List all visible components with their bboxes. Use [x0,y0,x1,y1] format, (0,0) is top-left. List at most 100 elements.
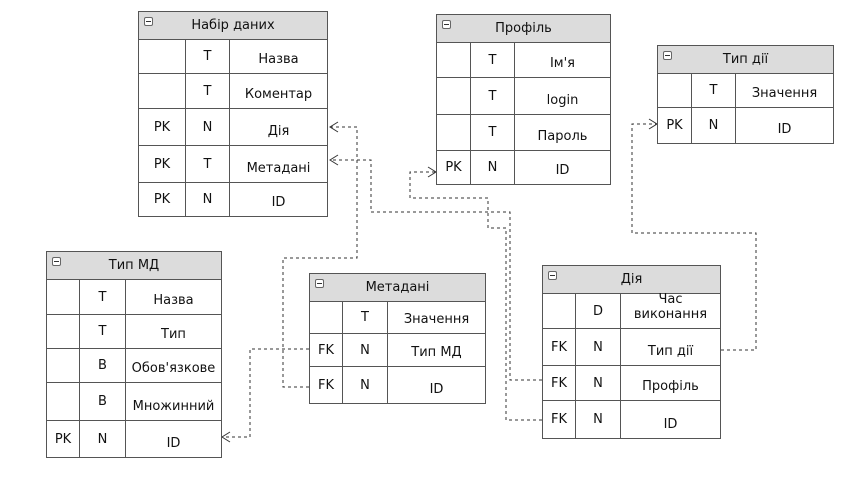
collapse-icon[interactable] [663,51,672,60]
key-cell: FK [543,366,576,400]
type-cell: T [471,78,515,114]
entity-header[interactable]: Метадані [310,274,485,302]
type-cell: N [343,334,388,366]
type-cell: T [692,74,736,107]
key-cell: FK [310,334,343,366]
key-cell [47,383,80,420]
key-cell: PK [139,183,186,216]
key-cell: PK [47,421,80,457]
key-cell [310,302,343,333]
type-cell: T [186,146,230,182]
key-cell [47,349,80,382]
field-name-cell: ID [271,195,286,210]
entity-row[interactable]: T Значення [658,74,833,108]
entity-row[interactable]: B Множинний [47,383,221,421]
entity-row[interactable]: T Назва [139,40,327,74]
field-name-cell: Значення [751,86,818,101]
arrow-head-icon [329,121,339,133]
field-name-cell: Ім'я [549,56,576,71]
collapse-icon[interactable] [548,271,557,280]
type-cell: T [186,40,230,73]
collapse-icon[interactable] [442,20,451,29]
type-cell: T [186,74,230,108]
entity-title: Метадані [365,280,430,295]
key-cell [658,74,692,107]
type-cell: N [576,366,621,400]
field-name-cell: Профіль [642,379,699,394]
key-cell: PK [139,146,186,182]
key-cell [543,294,576,328]
collapse-icon[interactable] [144,17,153,26]
type-cell: T [80,280,126,314]
field-name-cell: login [546,93,579,108]
field-name-cell: ID [663,417,678,432]
type-cell: T [343,302,388,333]
entity-header[interactable]: Тип дії [658,46,833,74]
collapse-icon[interactable] [315,279,324,288]
arrow-head-icon [427,166,437,178]
key-cell [139,74,186,108]
key-cell [47,315,80,348]
field-name-cell: Тип [161,327,186,342]
entity-title: Дія [620,272,643,287]
field-name-cell: Пароль [537,129,588,144]
entity-header[interactable]: Тип МД [47,252,221,280]
field-name-cell: Тип дії [647,344,694,359]
field-name-cell: Метадані [246,161,311,176]
key-cell: FK [310,367,343,403]
field-name-cell: ID [777,122,792,137]
relation-line [222,348,309,438]
field-name-cell: Множинний [132,399,215,414]
entity-header[interactable]: Дія [543,266,720,294]
entity-header[interactable]: Набір даних [139,12,327,40]
key-cell [437,115,471,150]
key-cell [437,78,471,114]
entity-header[interactable]: Профіль [437,15,610,43]
field-name-cell: Тип МД [411,345,462,360]
entity-title: Тип дії [722,52,769,67]
collapse-icon[interactable] [52,257,61,266]
key-cell [437,43,471,77]
field-name-cell: ID [166,436,181,451]
type-cell: B [80,383,126,420]
arrow-head-icon [221,431,231,443]
entity-title: Профіль [495,21,552,36]
entity-row[interactable]: T Ім'я [437,43,610,78]
key-cell: PK [658,108,692,143]
key-cell [139,40,186,73]
key-cell: FK [543,401,576,438]
field-name-cell: ID [555,163,570,178]
field-name-cell: Обов'язкове [131,361,216,376]
type-cell: N [186,183,230,216]
arrow-head-icon [329,154,339,166]
type-cell: N [471,151,515,184]
type-cell: T [471,43,515,77]
field-name-cell: Назва [258,52,299,67]
